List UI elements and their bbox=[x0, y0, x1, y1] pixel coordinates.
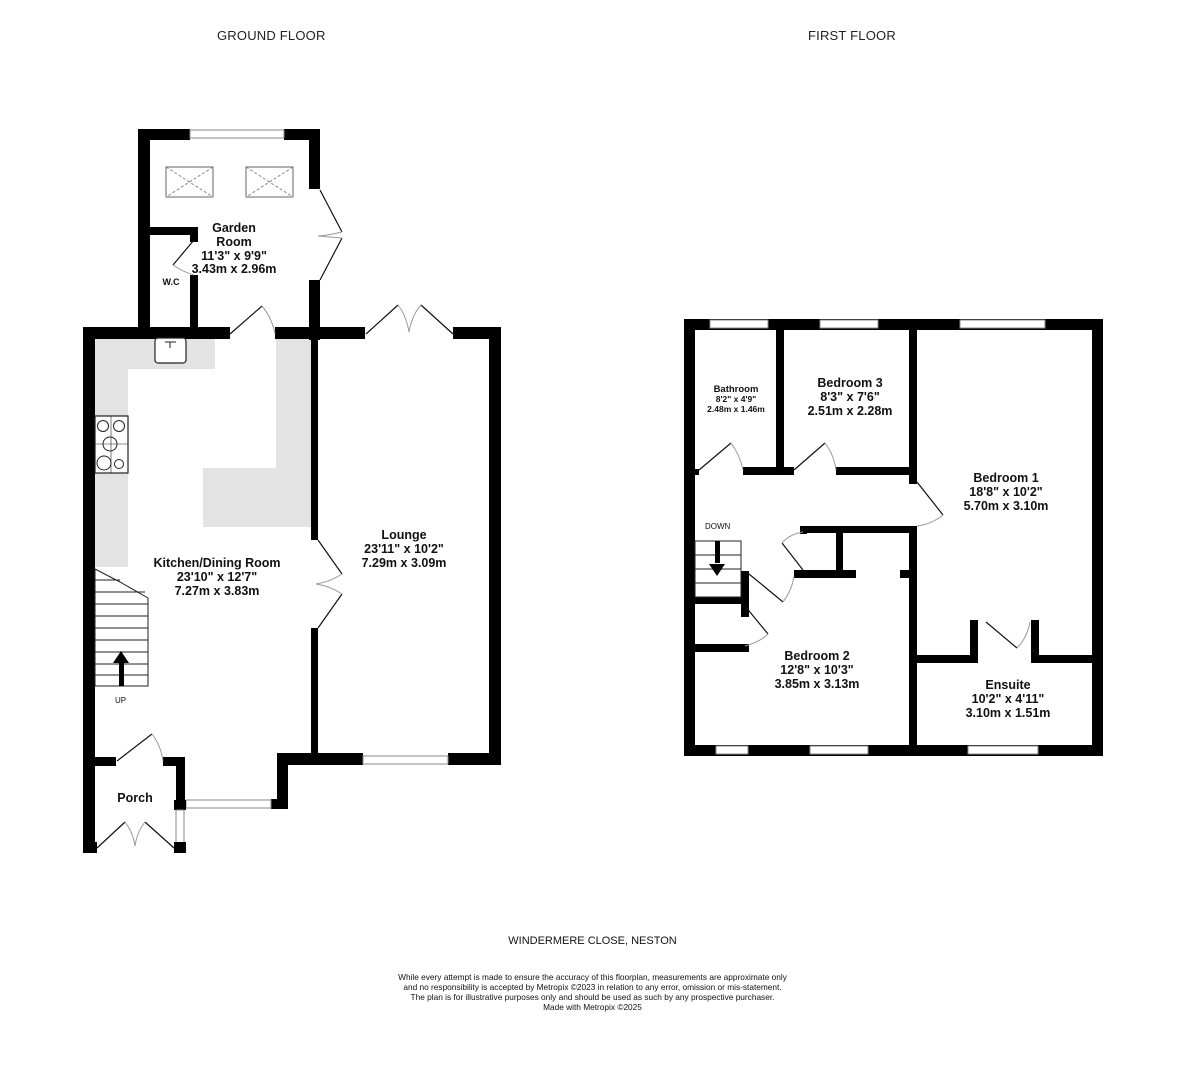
bedroom1-door-icon bbox=[916, 481, 944, 527]
bedroom1-window bbox=[959, 319, 1046, 329]
first-floor-title: FIRST FLOOR bbox=[808, 28, 896, 43]
room-dimensions-imperial: 8'2" x 4'9" bbox=[715, 394, 757, 405]
kitchen-island bbox=[203, 468, 311, 527]
disclaimer-line: and no responsibility is accepted by Met… bbox=[403, 981, 782, 992]
bedroom2-window bbox=[715, 745, 749, 755]
cupboard-door-icon bbox=[744, 605, 769, 647]
room-label-kitchen-dining: Kitchen/Dining Room 23'10" x 12'7" 7.27m… bbox=[153, 556, 281, 598]
arrow-up-icon bbox=[113, 651, 129, 686]
sink-icon bbox=[154, 337, 187, 364]
room-dimensions-metric: 3.43m x 2.96m bbox=[191, 262, 277, 277]
ensuite-window bbox=[967, 745, 1039, 755]
bathroom-window bbox=[709, 319, 769, 329]
room-dimensions-metric: 3.10m x 1.51m bbox=[965, 705, 1051, 720]
hob-icon bbox=[94, 415, 129, 474]
bedroom3-door-icon bbox=[793, 442, 837, 471]
bedroom2-window bbox=[809, 745, 869, 755]
room-dimensions-imperial: 8'3" x 7'6" bbox=[820, 389, 880, 404]
ground-floor-plan bbox=[83, 129, 501, 853]
room-name: Lounge bbox=[381, 528, 427, 542]
skylight-icon bbox=[245, 166, 294, 198]
french-door-icon bbox=[317, 189, 343, 281]
wc-door-icon bbox=[172, 239, 195, 276]
room-dimensions-metric: 3.85m x 3.13m bbox=[774, 676, 860, 691]
room-label-bedroom3: Bedroom 3 8'3" x 7'6" 2.51m x 2.28m bbox=[807, 376, 893, 418]
room-label-bedroom1: Bedroom 1 18'8" x 10'2" 5.70m x 3.10m bbox=[963, 471, 1049, 513]
room-dimensions-metric: 2.51m x 2.28m bbox=[807, 403, 893, 418]
room-label-garden-room: Garden Room 11'3" x 9'9" 3.43m x 2.96m bbox=[191, 221, 277, 277]
porch-side-window bbox=[175, 809, 185, 844]
staircase-icon bbox=[94, 568, 149, 687]
room-dimensions-imperial: 18'8" x 10'2" bbox=[969, 484, 1043, 499]
lounge-window bbox=[362, 755, 449, 765]
door-icon bbox=[116, 733, 164, 762]
room-label-wc: W.C bbox=[162, 277, 180, 287]
arrow-down-icon bbox=[709, 541, 725, 576]
room-dimensions-imperial: 11'3" x 9'9" bbox=[201, 248, 267, 263]
room-dimensions-imperial: 23'11" x 10'2" bbox=[364, 541, 444, 556]
room-label-bathroom: Bathroom 8'2" x 4'9" 2.48m x 1.46m bbox=[707, 384, 765, 414]
room-name: Garden bbox=[212, 221, 256, 235]
french-door-icon bbox=[365, 304, 454, 335]
room-label-porch: Porch bbox=[117, 791, 153, 805]
room-dimensions-metric: 7.27m x 3.83m bbox=[174, 583, 260, 598]
cupboard-door-icon bbox=[781, 531, 804, 571]
ensuite-door-icon bbox=[985, 621, 1031, 649]
room-dimensions-imperial: 10'2" x 4'11" bbox=[971, 691, 1045, 706]
disclaimer-line: Made with Metropix ©2025 bbox=[543, 1001, 642, 1012]
room-name: Bathroom bbox=[713, 384, 759, 395]
stairs-up-label: UP bbox=[115, 696, 127, 705]
property-address: WINDERMERE CLOSE, NESTON bbox=[508, 935, 677, 947]
door-icon bbox=[229, 305, 276, 335]
room-name: Bedroom 3 bbox=[817, 376, 883, 390]
ground-floor-title: GROUND FLOOR bbox=[217, 28, 326, 43]
room-label-bedroom2: Bedroom 2 12'8" x 10'3" 3.85m x 3.13m bbox=[774, 649, 860, 691]
french-door-icon bbox=[315, 539, 343, 629]
room-label-lounge: Lounge 23'11" x 10'2" 7.29m x 3.09m bbox=[361, 528, 447, 570]
bedroom3-window bbox=[819, 319, 879, 329]
room-name: Ensuite bbox=[985, 678, 1031, 692]
room-name: Room bbox=[216, 234, 252, 249]
bathroom-door-icon bbox=[698, 442, 744, 471]
disclaimer-line: The plan is for illustrative purposes on… bbox=[410, 991, 775, 1002]
disclaimer-line: While every attempt is made to ensure th… bbox=[398, 972, 787, 982]
room-dimensions-imperial: 23'10" x 12'7" bbox=[176, 569, 258, 584]
stairs-down-label: DOWN bbox=[705, 522, 731, 531]
bedroom2-door-icon bbox=[748, 573, 795, 603]
room-label-ensuite: Ensuite 10'2" x 4'11" 3.10m x 1.51m bbox=[965, 678, 1051, 720]
room-dimensions-imperial: 12'8" x 10'3" bbox=[780, 662, 854, 677]
disclaimer: While every attempt is made to ensure th… bbox=[0, 972, 1185, 1013]
skylight-icon bbox=[165, 166, 214, 198]
room-dimensions-metric: 2.48m x 1.46m bbox=[707, 403, 765, 414]
garden-room-window bbox=[189, 129, 285, 139]
kitchen-bay-window bbox=[185, 799, 272, 809]
room-name: Kitchen/Dining Room bbox=[153, 556, 281, 570]
room-name: Bedroom 1 bbox=[973, 471, 1039, 485]
french-door-icon bbox=[96, 821, 175, 849]
room-name: Bedroom 2 bbox=[784, 649, 850, 663]
first-floor-plan bbox=[684, 319, 1103, 756]
room-dimensions-metric: 5.70m x 3.10m bbox=[963, 498, 1049, 513]
room-dimensions-metric: 7.29m x 3.09m bbox=[361, 555, 447, 570]
